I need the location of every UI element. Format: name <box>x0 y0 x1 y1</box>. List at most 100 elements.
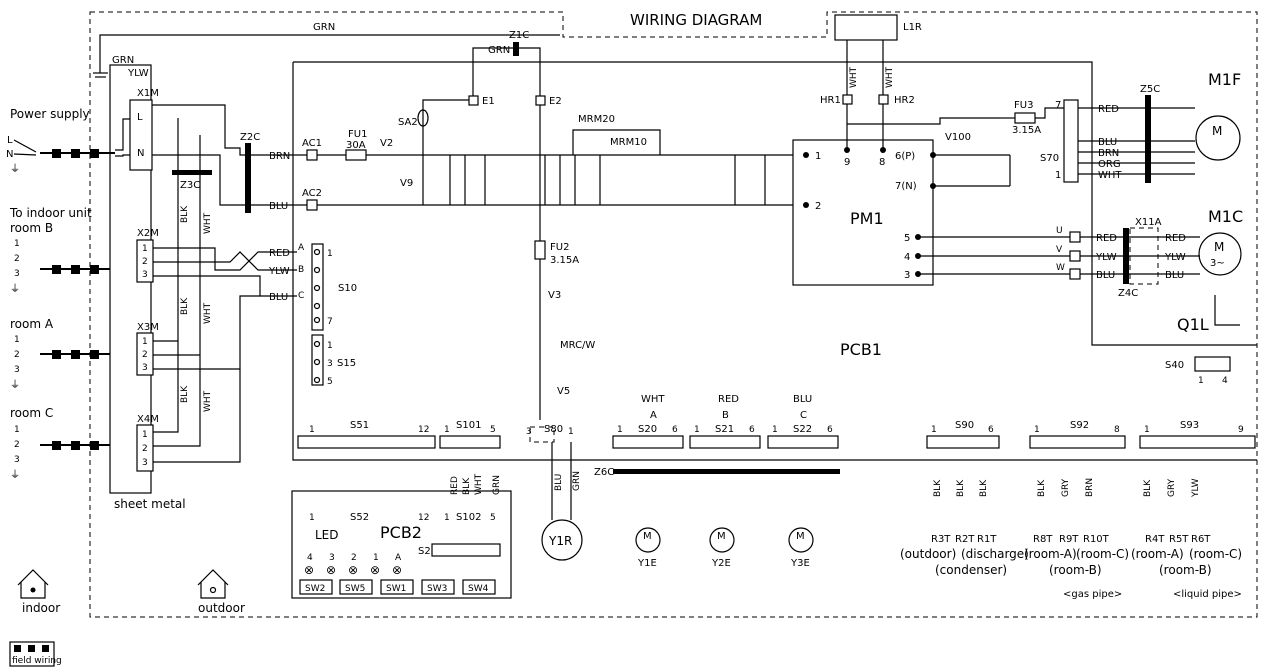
svg-text:RED: RED <box>1098 104 1119 115</box>
svg-text:Q1L: Q1L <box>1177 315 1209 334</box>
svg-text:5: 5 <box>904 233 910 244</box>
svg-text:R10T: R10T <box>1083 534 1110 545</box>
svg-text:Y3E: Y3E <box>790 558 810 569</box>
room-b-label: room B <box>10 221 53 235</box>
x3m-terminal-group: X3M 1 2 3 1 2 3 ⏚ <box>10 295 260 391</box>
svg-text:1: 1 <box>142 430 148 440</box>
svg-text:R4T: R4T <box>1145 534 1165 545</box>
svg-text:E1: E1 <box>482 96 495 107</box>
svg-text:6: 6 <box>827 425 833 435</box>
svg-text:R2T: R2T <box>955 534 975 545</box>
svg-text:X1M: X1M <box>137 88 159 99</box>
power-field-wiring <box>13 118 130 158</box>
svg-text:1: 1 <box>327 341 333 351</box>
svg-text:Z6C: Z6C <box>594 467 614 478</box>
svg-text:SW3: SW3 <box>427 584 447 594</box>
svg-text:1: 1 <box>617 425 623 435</box>
svg-text:WHT: WHT <box>474 473 484 495</box>
z5c-filter <box>1145 95 1151 183</box>
svg-text:M: M <box>796 531 805 542</box>
svg-text:GRN: GRN <box>313 22 335 33</box>
svg-text:12: 12 <box>418 513 429 523</box>
svg-text:S22: S22 <box>793 424 812 435</box>
svg-text:S101: S101 <box>456 420 481 431</box>
s93-connector: 1 S93 9 BLK GRY YLW <box>1139 420 1256 498</box>
ac1-terminal <box>306 149 318 161</box>
svg-text:M1F: M1F <box>1208 70 1241 89</box>
svg-text:BRN: BRN <box>1085 478 1095 497</box>
svg-text:5: 5 <box>327 377 333 387</box>
svg-text:2: 2 <box>351 553 357 563</box>
svg-text:BLK: BLK <box>1037 479 1047 497</box>
pcb2-box <box>291 490 512 599</box>
svg-text:BLK: BLK <box>180 297 190 315</box>
svg-text:2: 2 <box>142 350 148 360</box>
svg-text:V5: V5 <box>557 386 570 397</box>
svg-text:V: V <box>1056 245 1063 255</box>
svg-text:S20: S20 <box>638 424 657 435</box>
svg-text:1: 1 <box>142 244 148 254</box>
svg-text:2: 2 <box>14 254 20 264</box>
svg-text:Z1C: Z1C <box>509 30 529 41</box>
svg-text:1: 1 <box>1034 425 1040 435</box>
svg-text:M: M <box>1212 124 1222 138</box>
svg-text:W: W <box>1056 263 1065 273</box>
svg-text:9: 9 <box>844 157 850 168</box>
led-label: LED <box>315 528 339 542</box>
svg-text:RED: RED <box>450 476 460 495</box>
svg-text:SA2: SA2 <box>398 117 418 128</box>
svg-text:R9T: R9T <box>1059 534 1079 545</box>
svg-text:GRN: GRN <box>112 55 134 66</box>
svg-text:9: 9 <box>1238 425 1244 435</box>
svg-text:BLU: BLU <box>1096 270 1115 281</box>
svg-text:N: N <box>6 149 13 160</box>
svg-text:⊗: ⊗ <box>304 563 314 577</box>
s80-connector <box>529 426 555 443</box>
svg-text:M: M <box>717 531 726 542</box>
svg-text:S52: S52 <box>350 512 369 523</box>
svg-text:U: U <box>1056 226 1063 236</box>
svg-text:BLU: BLU <box>269 292 288 303</box>
svg-text:S10: S10 <box>338 283 357 294</box>
svg-text:MRC/W: MRC/W <box>560 340 595 351</box>
svg-text:1: 1 <box>14 425 20 435</box>
svg-text:1: 1 <box>568 427 574 437</box>
svg-text:3: 3 <box>142 458 148 468</box>
svg-text:V2: V2 <box>380 138 393 149</box>
s15-connector: 1 3 5 S15 <box>311 334 356 387</box>
svg-text:WHT: WHT <box>885 66 895 88</box>
svg-text:WHT: WHT <box>203 390 213 412</box>
svg-text:3: 3 <box>329 553 335 563</box>
svg-text:A: A <box>395 553 402 563</box>
svg-text:E2: E2 <box>549 96 562 107</box>
svg-text:6: 6 <box>749 425 755 435</box>
svg-text:S15: S15 <box>337 358 356 369</box>
svg-text:1: 1 <box>694 425 700 435</box>
svg-text:YLW: YLW <box>127 68 149 79</box>
svg-text:S90: S90 <box>955 420 974 431</box>
grn-ground-wire <box>99 34 560 73</box>
ac2-terminal <box>306 199 318 211</box>
s40-connector <box>1194 356 1231 372</box>
svg-text:Y1R: Y1R <box>548 534 572 548</box>
svg-text:X4M: X4M <box>137 414 159 425</box>
svg-text:1: 1 <box>14 335 20 345</box>
svg-text:GRN: GRN <box>492 475 502 495</box>
svg-text:GRN: GRN <box>572 471 582 491</box>
svg-text:3: 3 <box>14 455 20 465</box>
hr1-terminal <box>842 94 853 105</box>
m1c-compressor-motor <box>1198 232 1242 276</box>
svg-text:N: N <box>137 148 144 159</box>
y1e-valve <box>635 527 661 553</box>
svg-text:5: 5 <box>490 425 496 435</box>
s101-connector: 1 S101 5 <box>439 420 501 449</box>
svg-text:HR1: HR1 <box>820 95 841 106</box>
svg-text:(room-B): (room-B) <box>1159 563 1212 577</box>
svg-text:1: 1 <box>309 513 315 523</box>
svg-text:1: 1 <box>373 553 379 563</box>
svg-text:MRM10: MRM10 <box>610 137 647 148</box>
indoor-house-icon <box>17 569 49 599</box>
svg-text:AC2: AC2 <box>302 188 322 199</box>
svg-text:AC1: AC1 <box>302 138 322 149</box>
svg-text:M: M <box>1214 240 1224 254</box>
